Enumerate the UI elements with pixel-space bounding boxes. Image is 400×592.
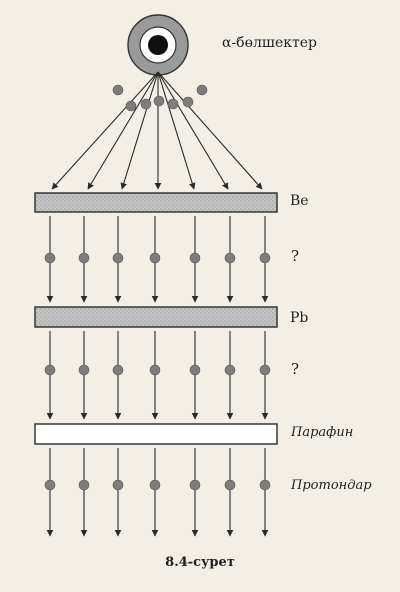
unknown-radiation-particles-1 (44, 252, 271, 264)
be-label: Be (290, 193, 309, 209)
radiation-particle (78, 364, 90, 376)
proton-particle (44, 479, 56, 491)
alpha-particle (182, 96, 194, 108)
radiation-particle (259, 364, 271, 376)
alpha-ray (157, 71, 196, 190)
radiation-particle (259, 252, 271, 264)
proton-particle (78, 479, 90, 491)
unknown-label-2: ? (291, 360, 300, 378)
figure-caption: 8.4-сурет (165, 555, 235, 570)
radiation-particle (189, 252, 201, 264)
alpha-particle (112, 84, 124, 96)
paraffin-plate (34, 423, 278, 445)
protons-label: Протондар (291, 478, 372, 493)
alpha-particles (112, 84, 208, 112)
radiation-particle (112, 364, 124, 376)
proton-particle (149, 479, 161, 491)
proton-particle (189, 479, 201, 491)
pb-label: Pb (290, 310, 309, 326)
radiation-particle (44, 364, 56, 376)
alpha-rays (51, 71, 263, 190)
alpha-ray (157, 71, 263, 190)
proton-particle (224, 479, 236, 491)
alpha-particles-label: α-бөлшектер (222, 35, 317, 51)
radiation-particle (189, 364, 201, 376)
alpha-source (127, 14, 189, 76)
proton-particle (112, 479, 124, 491)
proton-particles (44, 479, 271, 491)
paraffin-label: Парафин (291, 425, 354, 440)
unknown-radiation-particles-2 (44, 364, 271, 376)
beryllium-plate (34, 192, 278, 213)
alpha-ray (87, 71, 159, 190)
alpha-ray (120, 71, 159, 190)
lead-plate (34, 306, 278, 328)
alpha-particle (125, 100, 137, 112)
proton-particle (259, 479, 271, 491)
radiation-particle (149, 364, 161, 376)
radiation-particle (112, 252, 124, 264)
radiation-particle (78, 252, 90, 264)
alpha-particle (140, 98, 152, 110)
radiation-particle (149, 252, 161, 264)
alpha-ray (157, 71, 229, 190)
radiation-particle (224, 252, 236, 264)
proton-rays (46, 448, 269, 537)
radiation-particle (44, 252, 56, 264)
radiation-particle (224, 364, 236, 376)
alpha-particle (196, 84, 208, 96)
alpha-particle (167, 98, 179, 110)
alpha-particle (153, 95, 165, 107)
alpha-ray (51, 71, 159, 190)
unknown-label-1: ? (291, 247, 300, 265)
